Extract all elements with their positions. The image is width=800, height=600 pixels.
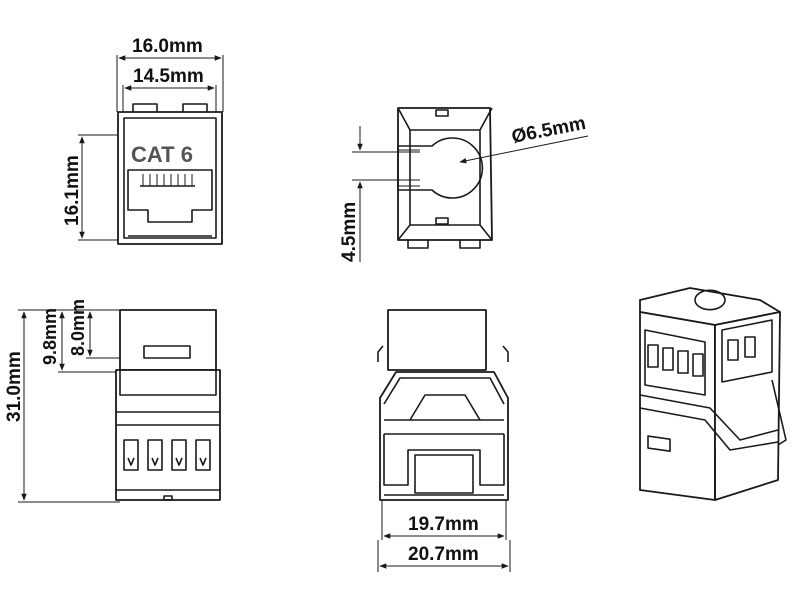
rear-jack-body — [397, 107, 493, 241]
bottom-jack-upper — [387, 309, 487, 371]
iso-left-face — [639, 311, 716, 501]
side-jack-upper — [119, 309, 217, 371]
dim-base-inner-label: 19.7mm — [408, 514, 479, 535]
bottom-view: 19.7mm 20.7mm — [377, 309, 511, 572]
dim-width-inner-label: 14.5mm — [133, 66, 204, 87]
isometric-view — [639, 287, 787, 501]
dim-offset-side-label: 4.5mm — [339, 202, 360, 262]
side-view: 31.0mm 9.8mm 8.0mm — [4, 299, 221, 503]
dimension-base-outer: 20.7mm — [377, 540, 511, 572]
dimension-length-total: 31.0mm — [4, 309, 120, 503]
dim-latch-b-label: 8.0mm — [68, 299, 88, 356]
iso-terminals-right — [727, 336, 756, 361]
cat6-marking: CAT 6 — [131, 142, 193, 167]
dim-cable-diameter-label: Ø6.5mm — [510, 113, 588, 148]
cable-hole — [397, 137, 484, 199]
iso-terminals-left — [647, 344, 704, 377]
dim-length-total-label: 31.0mm — [4, 351, 25, 422]
side-idc-terminals — [123, 439, 211, 471]
front-view: 16.0mm 14.5mm 16.1mm CAT 6 — [62, 36, 224, 245]
dim-base-outer-label: 20.7mm — [408, 544, 479, 565]
iso-right-face — [714, 311, 781, 501]
dimension-height-front: 16.1mm — [62, 134, 120, 241]
rear-view: Ø6.5mm 4.5mm — [339, 107, 589, 262]
dimension-width-outer: 16.0mm — [116, 36, 224, 112]
dim-height-front-label: 16.1mm — [62, 155, 83, 226]
dim-width-outer-label: 16.0mm — [132, 36, 203, 57]
dimension-width-inner: 14.5mm — [122, 66, 217, 112]
side-jack-lower — [115, 369, 221, 501]
bottom-jack-lower — [379, 371, 509, 501]
dim-latch-a-label: 9.8mm — [40, 308, 60, 365]
front-jack-body — [117, 111, 223, 245]
contact-pins — [140, 174, 195, 187]
dimension-base-inner: 19.7mm — [381, 500, 507, 540]
dimension-offset-side: 4.5mm — [339, 126, 420, 262]
